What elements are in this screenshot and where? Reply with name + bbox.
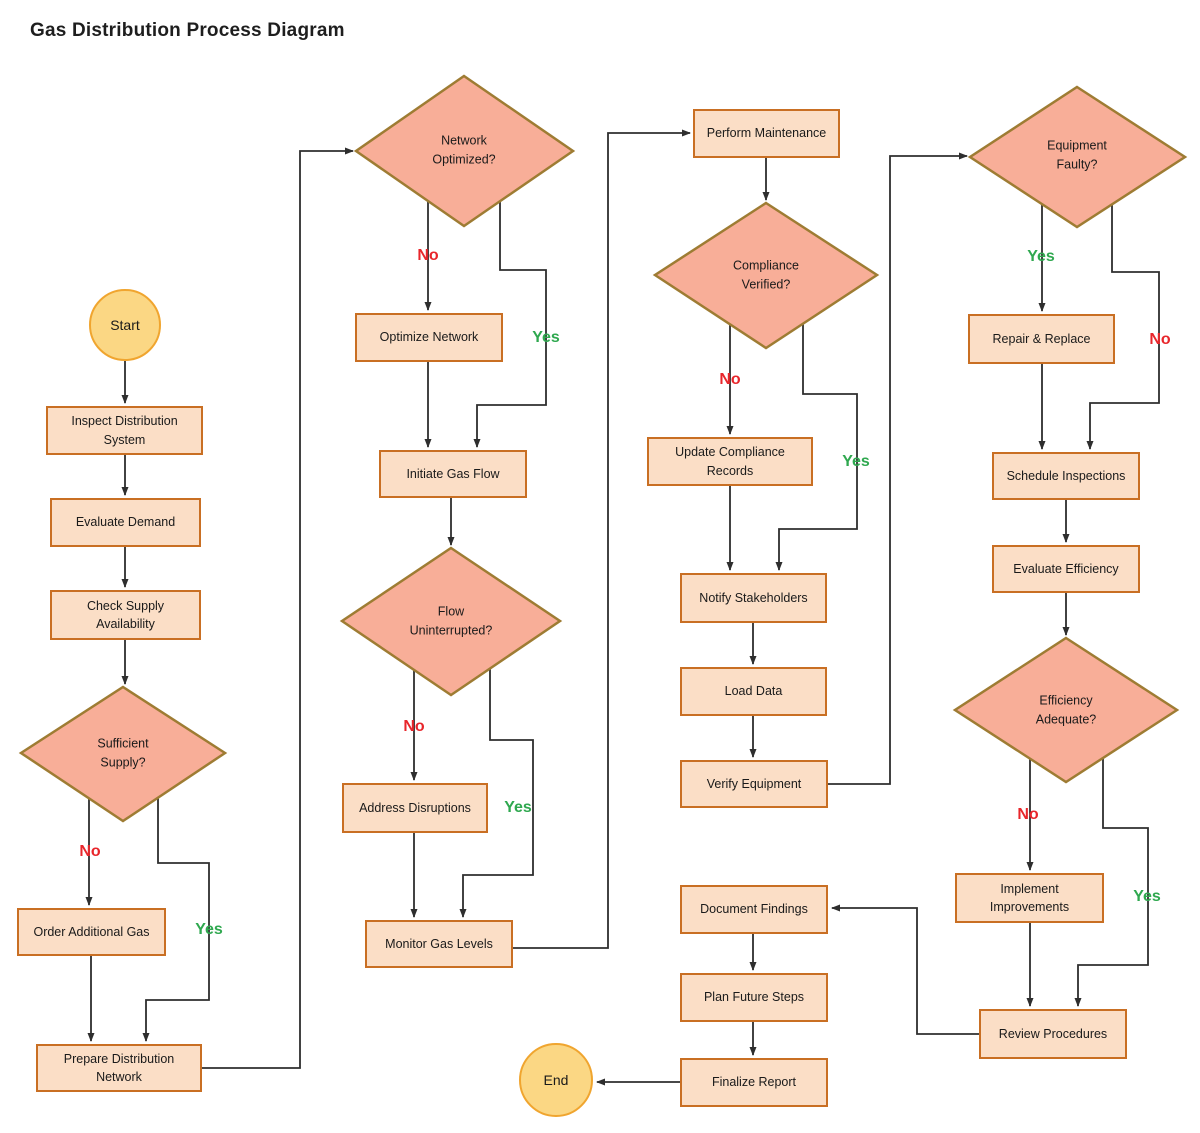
edge-verify-equipfaulty <box>828 152 968 785</box>
node-label: Optimize Network <box>379 330 479 345</box>
node-notify-stakeholders: Notify Stakeholders <box>680 573 827 623</box>
node-review-procedures: Review Procedures <box>979 1009 1127 1059</box>
node-label: Load Data <box>724 684 783 699</box>
node-perform-maintenance: Perform Maintenance <box>693 109 840 158</box>
edge-label-equipment-no: No <box>1149 331 1171 348</box>
edge-networkopt-yes-initiate <box>473 201 547 448</box>
edge-review-document <box>831 904 979 1035</box>
node-plan-future-steps: Plan Future Steps <box>680 973 828 1022</box>
decision-label-compliance-verified: Compliance Verified? <box>732 258 799 291</box>
decision-network-optimized <box>353 74 576 228</box>
node-evaluate-demand: Evaluate Demand <box>50 498 201 547</box>
node-label: Inspect Distribution System <box>71 414 178 447</box>
edge-equip-no-schedule <box>1086 204 1160 450</box>
node-label: Start <box>110 317 140 333</box>
edge-eff-yes-review <box>1074 758 1149 1007</box>
edge-prepare-networkopt <box>202 147 354 1069</box>
decision-efficiency-adequate <box>952 636 1180 784</box>
node-document-findings: Document Findings <box>680 885 828 934</box>
node-label: Check Supply Availability <box>86 598 165 631</box>
node-evaluate-efficiency: Evaluate Efficiency <box>992 545 1140 593</box>
node-check-supply-availability: Check Supply Availability <box>50 590 201 640</box>
edge-monitor-perform <box>513 129 691 949</box>
node-implement-improvements: Implement Improvements <box>955 873 1104 923</box>
node-label: Notify Stakeholders <box>699 590 808 605</box>
node-repair-replace: Repair & Replace <box>968 314 1115 364</box>
edge-label-equipment-yes: Yes <box>1027 248 1055 265</box>
node-schedule-inspections: Schedule Inspections <box>992 452 1140 500</box>
edge-flow-yes-monitor <box>459 668 534 918</box>
decision-label-sufficient-supply: Sufficient Supply? <box>97 736 149 769</box>
node-label: Finalize Report <box>711 1075 797 1090</box>
node-label: Monitor Gas Levels <box>385 936 493 951</box>
node-label: Address Disruptions <box>359 800 471 815</box>
decision-label-network-optimized: Network Optimized? <box>432 133 496 166</box>
page-title: Gas Distribution Process Diagram <box>30 20 345 41</box>
node-verify-equipment: Verify Equipment <box>680 760 828 808</box>
node-label: Update Compliance Records <box>675 445 785 478</box>
node-initiate-gas-flow: Initiate Gas Flow <box>379 450 527 498</box>
node-optimize-network: Optimize Network <box>355 313 503 362</box>
edge-label-sufficient-yes: Yes <box>195 921 223 938</box>
edge-label-sufficient-no: No <box>79 843 101 860</box>
edge-label-compliance-yes: Yes <box>842 453 870 470</box>
node-label: Order Additional Gas <box>33 924 150 939</box>
decision-sufficient-supply <box>18 685 228 823</box>
decision-label-efficiency-adequate: Efficiency Adequate? <box>1035 693 1097 726</box>
node-finalize-report: Finalize Report <box>680 1058 828 1107</box>
node-address-disruptions: Address Disruptions <box>342 783 488 833</box>
node-label: Document Findings <box>700 902 808 917</box>
edge-label-network-yes: Yes <box>532 329 560 346</box>
node-label: Repair & Replace <box>992 331 1091 346</box>
node-label: Plan Future Steps <box>703 990 805 1005</box>
edge-sufficient-yes-prepare <box>142 798 210 1042</box>
node-end: End <box>519 1043 593 1117</box>
node-monitor-gas-levels: Monitor Gas Levels <box>365 920 513 968</box>
decision-label-equipment-faulty: Equipment Faulty? <box>1047 138 1107 171</box>
decision-compliance-verified <box>652 201 880 350</box>
node-inspect-distribution-system: Inspect Distribution System <box>46 406 203 455</box>
node-load-data: Load Data <box>680 667 827 716</box>
edge-label-efficiency-no: No <box>1017 806 1039 823</box>
node-prepare-distribution-network: Prepare Distribution Network <box>36 1044 202 1092</box>
node-label: End <box>543 1072 569 1088</box>
decision-label-flow-uninterrupted: Flow Uninterrupted? <box>409 604 493 637</box>
node-label: Implement Improvements <box>989 881 1070 914</box>
node-label: Schedule Inspections <box>1006 468 1126 483</box>
node-label: Verify Equipment <box>706 776 802 791</box>
node-label: Review Procedures <box>998 1026 1108 1041</box>
node-start: Start <box>89 289 161 361</box>
edge-compliance-yes-notify <box>775 324 858 571</box>
decision-equipment-faulty <box>967 85 1188 229</box>
edge-label-network-no: No <box>417 247 439 264</box>
edge-label-compliance-no: No <box>719 371 741 388</box>
node-update-compliance-records: Update Compliance Records <box>647 437 813 486</box>
edge-label-efficiency-yes: Yes <box>1133 888 1161 905</box>
node-label: Evaluate Demand <box>75 515 176 530</box>
node-label: Initiate Gas Flow <box>406 466 500 481</box>
node-label: Prepare Distribution Network <box>63 1051 175 1084</box>
edge-label-flow-no: No <box>403 718 425 735</box>
node-label: Evaluate Efficiency <box>1013 561 1119 576</box>
decision-flow-uninterrupted <box>339 546 563 697</box>
node-order-additional-gas: Order Additional Gas <box>17 908 166 956</box>
edge-label-flow-yes: Yes <box>504 799 532 816</box>
node-label: Perform Maintenance <box>706 126 827 141</box>
